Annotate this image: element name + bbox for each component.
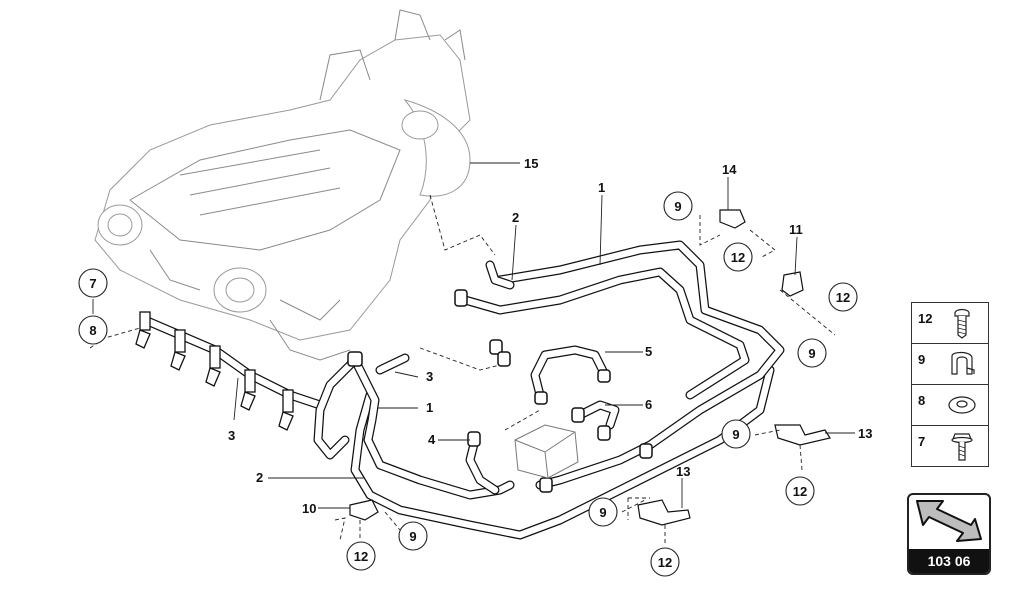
- callout-12-c: 12: [793, 484, 807, 499]
- engine-block: [94, 9, 471, 361]
- circled-callout-labels: 7 8 9 12 12 9 9 12 9 12 9 12: [89, 199, 850, 570]
- callout-13-right: 13: [858, 426, 872, 441]
- direction-arrow-icon: [916, 500, 982, 542]
- callout-2-bottom: 2: [256, 470, 263, 485]
- callout-9-b: 9: [808, 346, 815, 361]
- parts-legend: 12 9 8 7: [911, 302, 989, 467]
- legend-number: 7: [918, 434, 926, 449]
- bracket-13-upper: [774, 424, 831, 446]
- hose-4: [465, 435, 500, 495]
- hose-3: [375, 260, 515, 375]
- callout-2-top: 2: [512, 210, 519, 225]
- hose-1-left: [313, 355, 515, 500]
- clip-icon: [951, 351, 975, 375]
- callout-1-left: 1: [426, 400, 433, 415]
- callout-labels: 15 1 2 14 11 5 6 3 1 4 3 2 10 13 13: [228, 156, 872, 516]
- callout-1-top: 1: [598, 180, 605, 195]
- callout-12-e: 12: [354, 549, 368, 564]
- circled-callouts: [78, 191, 858, 577]
- diagram-code: 103 06: [909, 549, 989, 573]
- legend-row-washer: 8: [912, 385, 988, 426]
- callout-12-b: 12: [836, 290, 850, 305]
- fuel-rail-assembly: [135, 311, 325, 431]
- callout-9-a: 9: [674, 199, 681, 214]
- screw-icon: [954, 308, 970, 339]
- washer-icon: [948, 396, 976, 414]
- callout-3-right: 3: [426, 369, 433, 384]
- hose-5: [530, 345, 610, 400]
- hose-fittings: [347, 289, 653, 493]
- callout-12-d: 12: [658, 555, 672, 570]
- hose-1: [460, 240, 785, 490]
- legend-number: 8: [918, 393, 926, 408]
- callout-9-c: 9: [732, 427, 739, 442]
- bolt-icon: [951, 433, 973, 461]
- bracket-10: [349, 499, 379, 521]
- legend-number: 9: [918, 352, 926, 367]
- callout-8: 8: [89, 323, 96, 338]
- callout-9-d: 9: [599, 505, 606, 520]
- bracket-14: [719, 209, 746, 229]
- callout-11: 11: [789, 222, 803, 237]
- legend-row-bolt: 7: [912, 426, 988, 466]
- leader-lines: [92, 162, 855, 509]
- callout-3-left: 3: [228, 428, 235, 443]
- legend-row-clip: 9: [912, 344, 988, 385]
- bracket-11: [781, 271, 804, 297]
- callout-6: 6: [645, 397, 652, 412]
- callout-10: 10: [302, 501, 316, 516]
- callout-9-e: 9: [409, 529, 416, 544]
- dashed-leader-lines: [89, 194, 836, 543]
- diagram-reference-box: 103 06: [907, 493, 991, 575]
- callout-4: 4: [428, 432, 436, 447]
- callout-15: 15: [524, 156, 538, 171]
- legend-row-screw: 12: [912, 303, 988, 344]
- callout-13-bottom: 13: [676, 464, 690, 479]
- valve-unit: [504, 409, 579, 479]
- callout-14: 14: [722, 162, 737, 177]
- bracket-13-lower: [637, 499, 691, 526]
- legend-number: 12: [918, 311, 933, 326]
- hose-6: [575, 400, 620, 430]
- callout-7: 7: [89, 276, 96, 291]
- callout-5: 5: [645, 344, 652, 359]
- callout-12-a: 12: [731, 250, 745, 265]
